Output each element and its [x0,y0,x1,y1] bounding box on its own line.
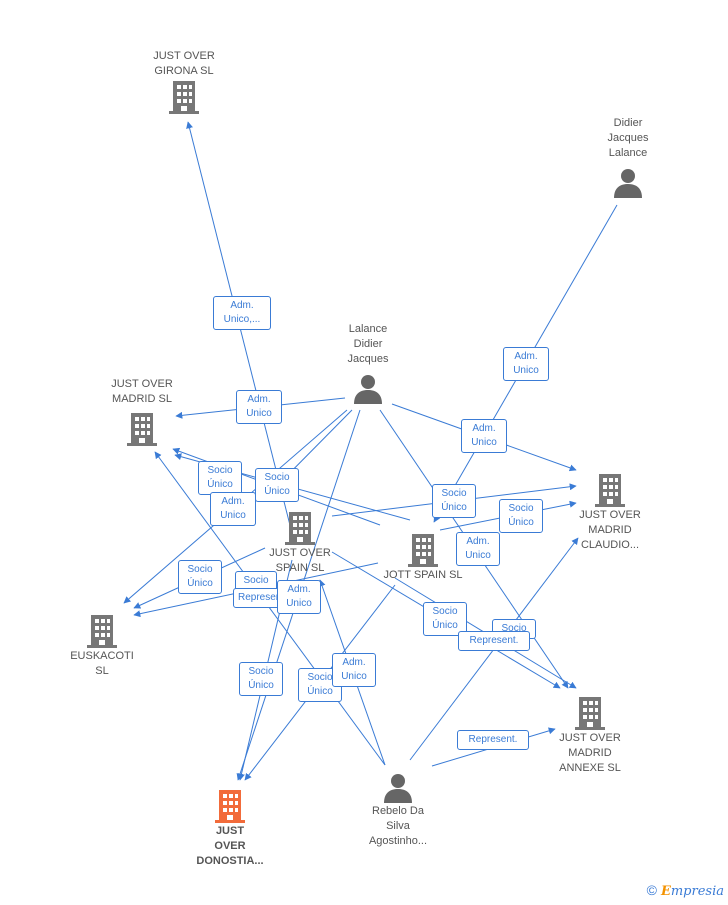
node-rebelo-da-silva[interactable]: Rebelo Da Silva Agostinho... [352,772,444,849]
building-icon [127,413,157,446]
edge-label-adm-unico[interactable]: Adm. Unico [210,492,256,526]
person-icon [614,169,642,198]
edge-label-socio-unico[interactable]: Socio Único [255,468,299,502]
edge-line [154,451,386,766]
node-just-over-donostia[interactable]: JUST OVER DONOSTIA... [180,788,280,869]
node-label: JUST OVER DONOSTIA... [196,825,264,867]
edge-label-represent[interactable]: Represent. [458,631,530,651]
node-label: JUST OVER MADRID ANNEXE SL [559,732,621,774]
building-icon [408,534,438,567]
building-icon [595,474,625,507]
edge-label-adm-unico[interactable]: Adm. Unico [332,653,376,687]
node-euskacoti[interactable]: EUSKACOTI SL [52,613,152,679]
edge-label-adm-unico[interactable]: Adm. Unico [277,580,321,614]
edge-label-adm-unico[interactable]: Adm. Unico [456,532,500,566]
node-label: JUST OVER MADRID CLAUDIO... [579,509,641,551]
building-icon [215,790,245,823]
node-lalance-didier-jacques[interactable]: Lalance Didier Jacques [330,322,406,405]
node-jott-spain[interactable]: JOTT SPAIN SL [370,532,476,583]
node-label: Lalance Didier Jacques [347,323,389,365]
edge-label-socio-unico[interactable]: Socio Único [432,484,476,518]
edge-label-socio-unico[interactable]: Socio Único [198,461,242,495]
edge-label-adm-unico[interactable]: Adm. Unico [461,419,507,453]
node-label: Didier Jacques Lalance [607,117,649,159]
node-label: JUST OVER GIRONA SL [153,50,215,77]
node-label: JUST OVER MADRID SL [111,378,173,405]
node-just-over-spain[interactable]: JUST OVER SPAIN SL [250,510,350,576]
footer-brand: ©Empresia [647,882,724,899]
building-icon [87,615,117,648]
building-icon [575,697,605,730]
node-didier-jacques-lalance[interactable]: Didier Jacques Lalance [590,116,666,199]
edge-label-socio-unico[interactable]: Socio Único [178,560,222,594]
building-icon [285,512,315,545]
edge-label-adm-unico[interactable]: Adm. Unico,... [213,296,271,330]
node-label: JUST OVER SPAIN SL [269,547,331,574]
node-just-over-madrid-annexe[interactable]: JUST OVER MADRID ANNEXE SL [540,695,640,776]
copyright-icon: © [646,882,657,898]
edge-label-socio-unico[interactable]: Socio Único [239,662,283,696]
edge-label-socio-unico[interactable]: Socio Único [423,602,467,636]
brand-logo: Empresia [660,884,724,899]
edge-label-socio-unico[interactable]: Socio Único [499,499,543,533]
edge-label-adm-unico[interactable]: Adm. Unico [503,347,549,381]
node-label: Rebelo Da Silva Agostinho... [368,805,428,847]
edge-label-adm-unico[interactable]: Adm. Unico [236,390,282,424]
node-just-over-girona[interactable]: JUST OVER GIRONA SL [134,49,234,115]
node-label: EUSKACOTI SL [70,650,134,677]
edge-label-represent[interactable]: Represent. [457,730,529,750]
person-icon [354,375,382,404]
node-just-over-madrid[interactable]: JUST OVER MADRID SL [92,377,192,447]
node-label: JOTT SPAIN SL [383,569,463,581]
person-icon [384,774,412,803]
building-icon [169,81,199,114]
node-just-over-madrid-claudio[interactable]: JUST OVER MADRID CLAUDIO... [560,472,660,553]
